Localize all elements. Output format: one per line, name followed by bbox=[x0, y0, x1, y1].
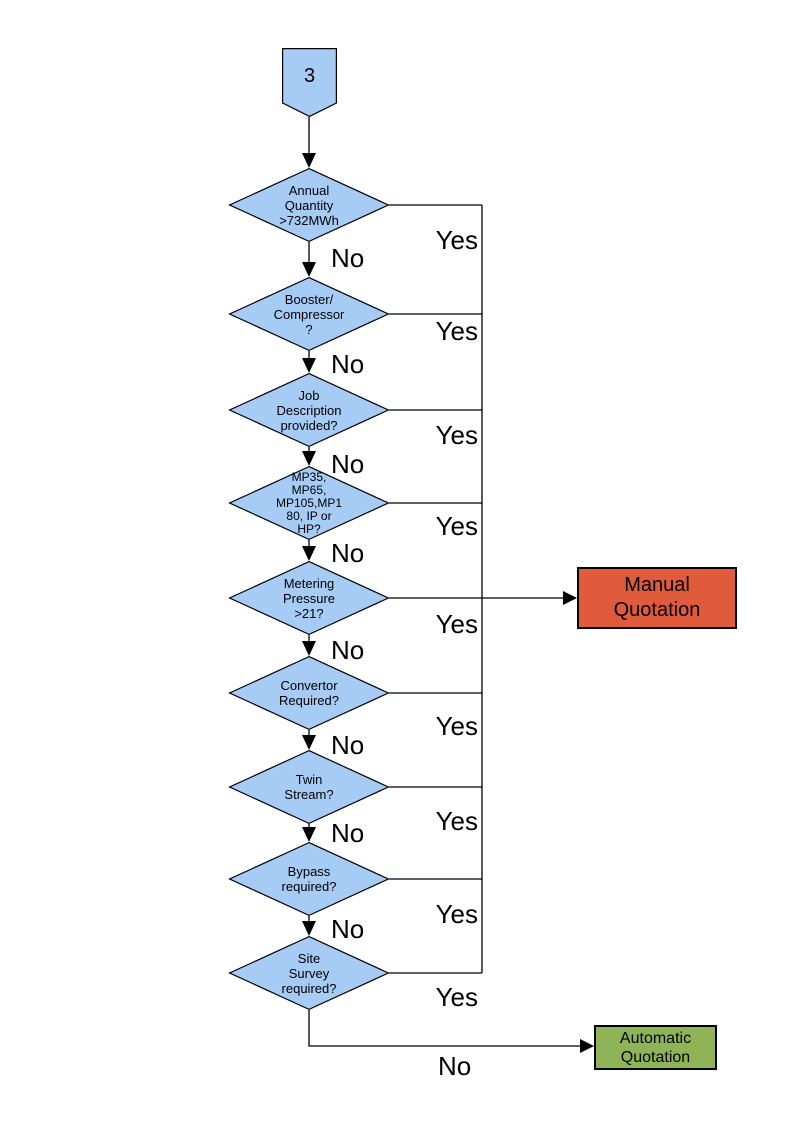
automatic-quotation-label: Automatic Quotation bbox=[619, 1029, 692, 1066]
yes-label-9: Yes bbox=[435, 982, 478, 1012]
no-label-1: No bbox=[331, 243, 365, 273]
yes-label-3: Yes bbox=[435, 420, 478, 450]
arrowheads bbox=[302, 153, 594, 1053]
decision-annual-quantity: Annual Quantity >732MWh bbox=[228, 167, 390, 243]
decision-bypass-required: Bypass required? bbox=[228, 841, 390, 917]
decision-site-survey: Site Survey required? bbox=[228, 935, 390, 1011]
yes-label-2: Yes bbox=[435, 316, 478, 346]
decision-label: Annual Quantity >732MWh bbox=[279, 182, 339, 228]
yes-label-1: Yes bbox=[435, 225, 478, 255]
manual-quotation-label: Manual Quotation bbox=[613, 574, 701, 621]
yes-label-8: Yes bbox=[435, 899, 478, 929]
decision-label: Job Description provided? bbox=[276, 387, 342, 433]
decision-mp-range: MP35, MP65, MP105,MP1 80, IP or HP? bbox=[228, 465, 390, 541]
decision-label: Metering Pressure >21? bbox=[282, 575, 336, 621]
offpage-connector-label: 3 bbox=[303, 64, 316, 87]
yes-label-4: Yes bbox=[435, 511, 478, 541]
no-label-6: No bbox=[331, 730, 365, 760]
yes-label-6: Yes bbox=[435, 711, 478, 741]
decision-label: Site Survey required? bbox=[281, 950, 337, 996]
automatic-quotation-box: Automatic Quotation bbox=[594, 1025, 717, 1070]
decision-label: Booster/ Compressor ? bbox=[273, 291, 345, 337]
no-label-3: No bbox=[331, 449, 365, 479]
automatic-arrowhead bbox=[580, 1039, 594, 1053]
decision-booster-compressor: Booster/ Compressor ? bbox=[228, 276, 390, 352]
decision-label: MP35, MP65, MP105,MP1 80, IP or HP? bbox=[275, 469, 343, 536]
no-label-7: No bbox=[331, 818, 365, 848]
decision-label: Bypass required? bbox=[281, 864, 337, 894]
decision-job-description: Job Description provided? bbox=[228, 372, 390, 448]
automatic-branch-line bbox=[308, 1010, 581, 1047]
no-label-5: No bbox=[331, 635, 365, 665]
yes-label-5: Yes bbox=[435, 609, 478, 639]
no-label-4: No bbox=[331, 538, 365, 568]
no-label-final: No bbox=[438, 1051, 472, 1081]
no-label-8: No bbox=[331, 914, 365, 944]
offpage-connector-shape bbox=[282, 48, 338, 118]
manual-arrowhead bbox=[563, 591, 577, 605]
decision-metering-pressure: Metering Pressure >21? bbox=[228, 560, 390, 636]
decision-label: Twin Stream? bbox=[284, 772, 334, 802]
yes-label-7: Yes bbox=[435, 806, 478, 836]
decision-twin-stream: Twin Stream? bbox=[228, 749, 390, 825]
offpage-connector: 3 bbox=[282, 48, 338, 118]
no-label-2: No bbox=[331, 349, 365, 379]
manual-quotation-box: Manual Quotation bbox=[577, 567, 737, 629]
yes-branch-lines bbox=[389, 204, 563, 974]
decision-convertor-required: Convertor Required? bbox=[228, 655, 390, 731]
decision-label: Convertor Required? bbox=[279, 678, 339, 708]
